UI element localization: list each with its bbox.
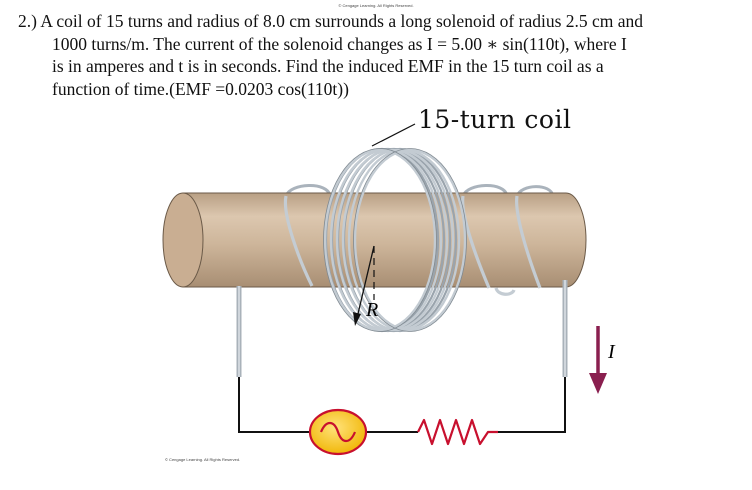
coil-label-pointer <box>371 123 416 147</box>
circuit-wire-right <box>498 377 566 433</box>
circuit-wire <box>238 377 310 433</box>
copyright-notice-bottom: © Cengage Learning. All Rights Reserved. <box>165 457 241 462</box>
solenoid-body <box>182 192 587 288</box>
radius-arrow <box>356 245 375 319</box>
radius-arrowhead <box>353 312 361 326</box>
solenoid-end-cap <box>162 192 204 288</box>
problem-line-4: function of time.(EMF =0.0203 cos(110t)) <box>52 78 349 99</box>
resistor-icon <box>417 418 498 446</box>
current-label: I <box>607 341 616 363</box>
copyright-notice-top: © Cengage Learning. All Rights Reserved. <box>338 3 414 8</box>
problem-line-2: 1000 turns/m. The current of the solenoi… <box>52 33 627 54</box>
problem-statement: 2.) A coil of 15 turns and radius of 8.0… <box>18 10 746 100</box>
solenoid-windings-front <box>283 195 542 296</box>
coil-label: 15-turn coil <box>418 105 572 134</box>
coil-leads <box>236 280 568 377</box>
ac-source-icon <box>308 408 368 456</box>
problem-line-1: 2.) A coil of 15 turns and radius of 8.0… <box>18 11 644 31</box>
problem-line-3: is in amperes and t is in seconds. Find … <box>52 56 604 76</box>
radius-label: R <box>365 299 378 321</box>
current-arrow-icon <box>589 326 607 394</box>
fifteen-turn-coil <box>323 148 467 332</box>
